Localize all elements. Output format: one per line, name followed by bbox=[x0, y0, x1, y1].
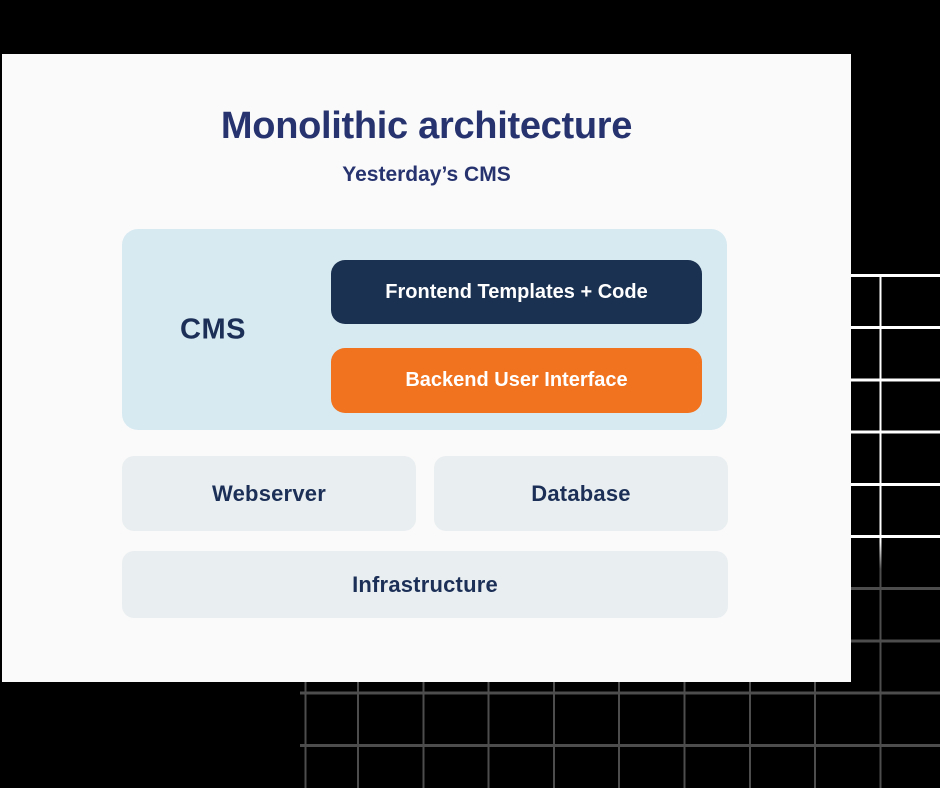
cms-container: CMS Frontend Templates + Code Backend Us… bbox=[122, 229, 727, 430]
database-box: Database bbox=[434, 456, 728, 531]
frontend-templates-box: Frontend Templates + Code bbox=[331, 260, 702, 324]
infrastructure-box: Infrastructure bbox=[122, 551, 728, 618]
diagram-card: Monolithic architecture Yesterday’s CMS … bbox=[2, 54, 851, 682]
cms-label: CMS bbox=[180, 313, 246, 345]
diagram-title: Monolithic architecture bbox=[220, 105, 633, 147]
diagram-subtitle: Yesterday’s CMS bbox=[342, 163, 511, 186]
backend-ui-box: Backend User Interface bbox=[331, 348, 702, 413]
webserver-box: Webserver bbox=[122, 456, 416, 531]
